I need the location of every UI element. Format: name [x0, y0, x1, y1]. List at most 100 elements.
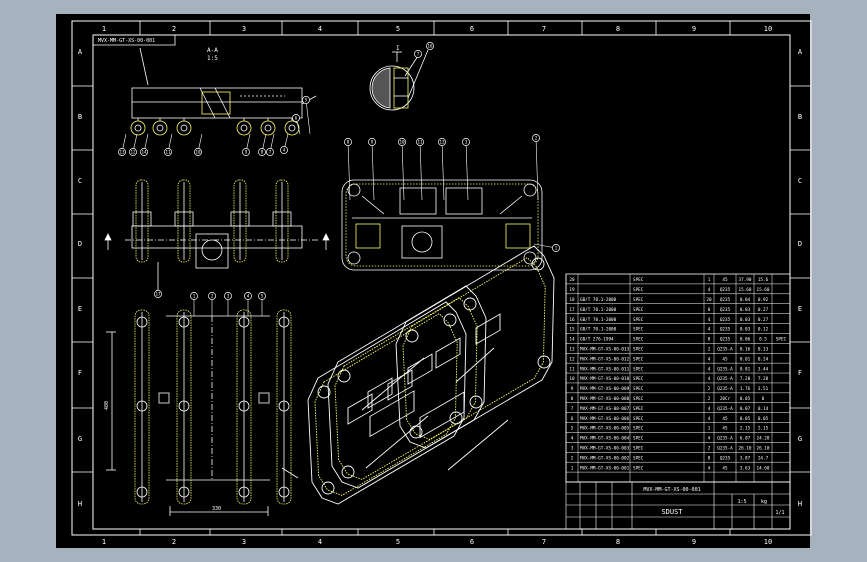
- idler-wheel: [531, 257, 545, 271]
- bom-cell-total: 24.28: [757, 436, 770, 442]
- title-weight-unit: kg: [761, 499, 767, 505]
- row-label: D: [798, 240, 802, 248]
- bom-cell-total: 24.7: [758, 455, 769, 461]
- callout-balloon: 5: [258, 292, 266, 316]
- isometric-crossbeams: [361, 347, 509, 471]
- bom-cell-name: SPEC: [633, 465, 644, 471]
- bom-cell-mat: Q235-A: [717, 446, 733, 452]
- bom-cell-name: SPEC: [633, 277, 644, 283]
- callout-balloon: 2: [208, 292, 216, 316]
- bom-cell-no: 3: [571, 446, 574, 452]
- idler-wheel: [443, 313, 457, 327]
- bom-cell-no: 2: [571, 455, 574, 461]
- bom-cell-code: MVX-MM-GT-XS-00-001: [580, 465, 630, 471]
- track-bracket: [174, 211, 194, 227]
- idler-wheel: [321, 481, 335, 495]
- column-labels-top: 1 2 3 4 5 6 7 8 9 10: [102, 25, 772, 33]
- bom-cell-name: SPEC: [633, 436, 644, 442]
- balloon-circle: [190, 292, 198, 300]
- callout-balloon: 8: [258, 133, 267, 156]
- callout-balloon: 13: [438, 138, 446, 201]
- bom-cell-qty: 4: [708, 317, 711, 323]
- callout-balloon: 5: [302, 96, 311, 135]
- plan-view-tracks: [134, 309, 292, 505]
- idler-wheel: [463, 297, 477, 311]
- bom-cell-code: MVX-MM-GT-XS-00-004: [580, 436, 630, 442]
- track-bracket: [230, 211, 250, 227]
- row-label: H: [78, 500, 82, 508]
- bom-cell-name: SPEC: [633, 455, 644, 461]
- bom-cell-mat: Q235: [720, 455, 731, 461]
- callout-balloon: 3: [224, 292, 232, 316]
- track-chain: [275, 179, 289, 263]
- bom-cell-mat: 20Cr: [720, 396, 731, 402]
- sprocket: [178, 400, 190, 412]
- col-label: 8: [616, 25, 620, 33]
- row-label: A: [78, 48, 83, 56]
- wheel-hub: [288, 124, 296, 132]
- bom-cell-qty: 2: [708, 386, 711, 392]
- bom-cell-unit: 26.10: [739, 446, 752, 452]
- sprocket: [136, 316, 148, 328]
- column-ticks: [72, 21, 811, 535]
- callout-balloon: 6: [292, 114, 301, 135]
- col-label: 9: [692, 25, 696, 33]
- balloon-circle: [280, 146, 288, 154]
- bom-cell-qty: 4: [708, 356, 711, 362]
- bom-cell-name: SPEC: [633, 317, 644, 323]
- bom-cell-mat: Q235-A: [717, 436, 733, 442]
- balloon-circle: [208, 292, 216, 300]
- idler-wheel: [537, 355, 551, 369]
- bom-cell-code: MVX-MM-GT-XS-00-005: [580, 426, 630, 432]
- bom-cell-total: 0.24: [758, 356, 769, 362]
- frame-outline: [327, 285, 487, 489]
- leader-line: [401, 141, 405, 201]
- bom-cell-mat: Q235: [720, 307, 731, 313]
- bom-cell-no: 7: [571, 406, 574, 412]
- row-label: B: [798, 113, 802, 121]
- bom-cell-code: GB/T 70.1-2000: [580, 317, 617, 323]
- bom-cell-mat: Q235-A: [717, 376, 733, 382]
- bom-cell-total: 14.60: [757, 465, 770, 471]
- bom-cell-total: 26.10: [757, 446, 770, 452]
- bom-cell-unit: 3.87: [740, 455, 751, 461]
- bom-grid: [565, 274, 791, 483]
- row-label: H: [798, 500, 802, 508]
- bom-cell-total: 0: [762, 396, 765, 402]
- bom-cell-total: 0.27: [758, 307, 769, 313]
- idler-wheel: [449, 411, 463, 425]
- detail-balloons: 716: [414, 42, 434, 58]
- row-label: G: [798, 435, 802, 443]
- col-label: 1: [102, 538, 106, 546]
- leader-line: [419, 141, 423, 201]
- idler-wheel: [405, 329, 419, 343]
- wheel-hub: [134, 124, 142, 132]
- bom-cell-code: GB/T 70.1-2000: [580, 307, 617, 313]
- leader-line: [347, 141, 351, 201]
- bom-cell-name: SPEC: [633, 366, 644, 372]
- row-labels-right: A B C D E F G H: [798, 48, 803, 508]
- bom-cell-mat: Q235: [720, 327, 731, 333]
- isometric-track-frame: [327, 285, 487, 489]
- bom-cell-code: MVX-MM-GT-XS-00-008: [580, 396, 630, 402]
- bom-cell-code: MVX-MM-GT-XS-00-002: [580, 455, 630, 461]
- col-label: 6: [470, 25, 474, 33]
- bom-cell-no: 17: [569, 307, 575, 313]
- bom-cell-no: 5: [571, 426, 574, 432]
- bom-cell-mat: Q235-A: [717, 366, 733, 372]
- bom-cell-unit: 0.16: [740, 346, 751, 352]
- leader-line: [535, 137, 539, 201]
- bom-cell-unit: 0.04: [740, 297, 751, 303]
- bom-cell-code: MVX-MM-GT-XS-00-012: [580, 356, 630, 362]
- balloon-circle: [129, 148, 137, 156]
- balloon-circle: [438, 138, 446, 146]
- title-block: MVX-MM-GT-XS-00-001 SDUST 1:5 1/1 kg: [565, 481, 791, 530]
- bom-cell-total: 2.15: [758, 426, 769, 432]
